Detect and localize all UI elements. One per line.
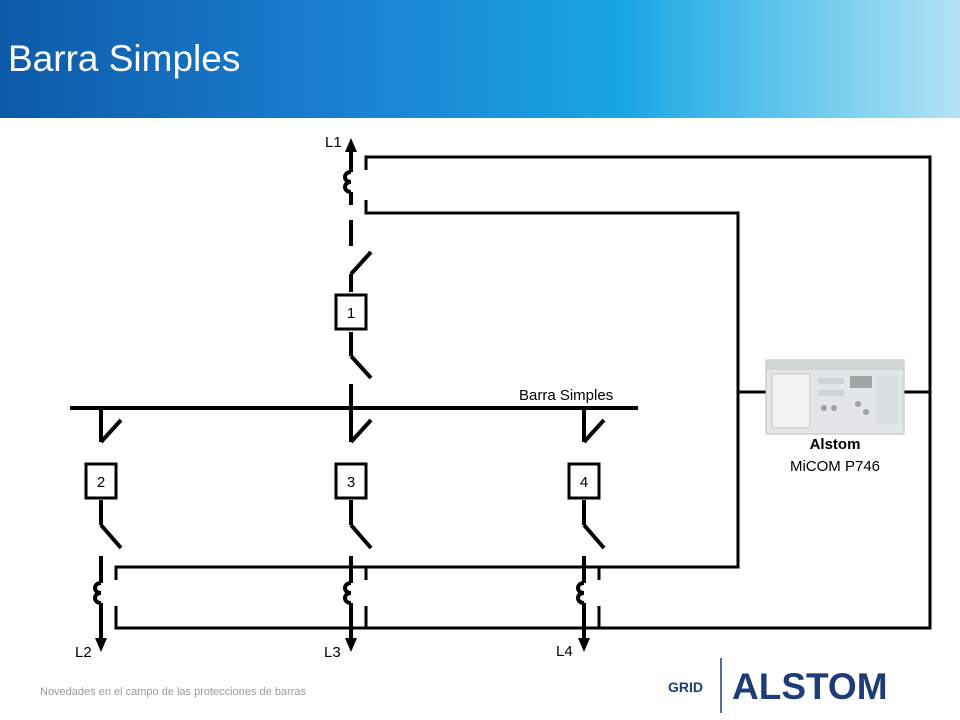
disconnector-l2-top: [99, 418, 123, 444]
logo-brand-text: ALSTOM: [732, 666, 888, 707]
header-banner: [0, 0, 960, 118]
alstom-grid-logo: GRID ALSTOM: [668, 658, 888, 713]
line-label-l2: L2: [75, 644, 92, 661]
arrow-l4: [578, 638, 590, 652]
bay-box-3: [334, 462, 368, 500]
footer-caption: Novedades en el campo de las proteccione…: [40, 686, 306, 698]
bay-number-2: 2: [97, 474, 105, 491]
ct-secondary-wiring: [114, 155, 932, 630]
disconnector-l3-bottom: [349, 523, 373, 550]
bay-number-1: 1: [347, 305, 355, 322]
bay-number-3: 3: [347, 474, 355, 491]
ct-l3: [343, 581, 352, 605]
busbar-label: Barra Simples: [519, 387, 613, 404]
disconnector-l1-bottom: [349, 354, 373, 380]
disconnector-l3-top: [349, 418, 373, 444]
line-label-l3: L3: [324, 644, 341, 661]
line-label-l1: L1: [325, 134, 342, 151]
bay-number-4: 4: [580, 474, 588, 491]
feeder-l3: [334, 408, 373, 640]
arrow-l3: [345, 638, 357, 652]
ct-l4: [576, 581, 585, 605]
bay-box-1: [334, 293, 368, 331]
feeder-l4: [567, 408, 606, 640]
logo-grid-text: GRID: [668, 679, 703, 695]
arrowheads: [95, 138, 590, 652]
relay-brand: Alstom: [810, 436, 861, 453]
relay-device-image: [765, 359, 905, 435]
disconnector-l4-bottom: [582, 523, 606, 550]
arrow-l1: [345, 138, 357, 152]
ct-l2: [93, 581, 102, 605]
bay-box-4: [567, 462, 601, 500]
arrow-l2: [95, 638, 107, 652]
line-label-l4: L4: [556, 643, 573, 660]
page-title: Barra Simples: [8, 38, 241, 79]
wire-inner-loop: [114, 200, 740, 580]
feeder-l1: [334, 150, 373, 408]
ct-l1: [343, 170, 352, 194]
disconnector-l2-bottom: [99, 523, 123, 550]
relay-model: MiCOM P746: [790, 458, 880, 475]
bay-box-2: [84, 462, 118, 500]
disconnector-l1-top: [349, 250, 373, 276]
disconnector-l4-top: [582, 418, 606, 444]
feeder-l2: [84, 408, 123, 640]
